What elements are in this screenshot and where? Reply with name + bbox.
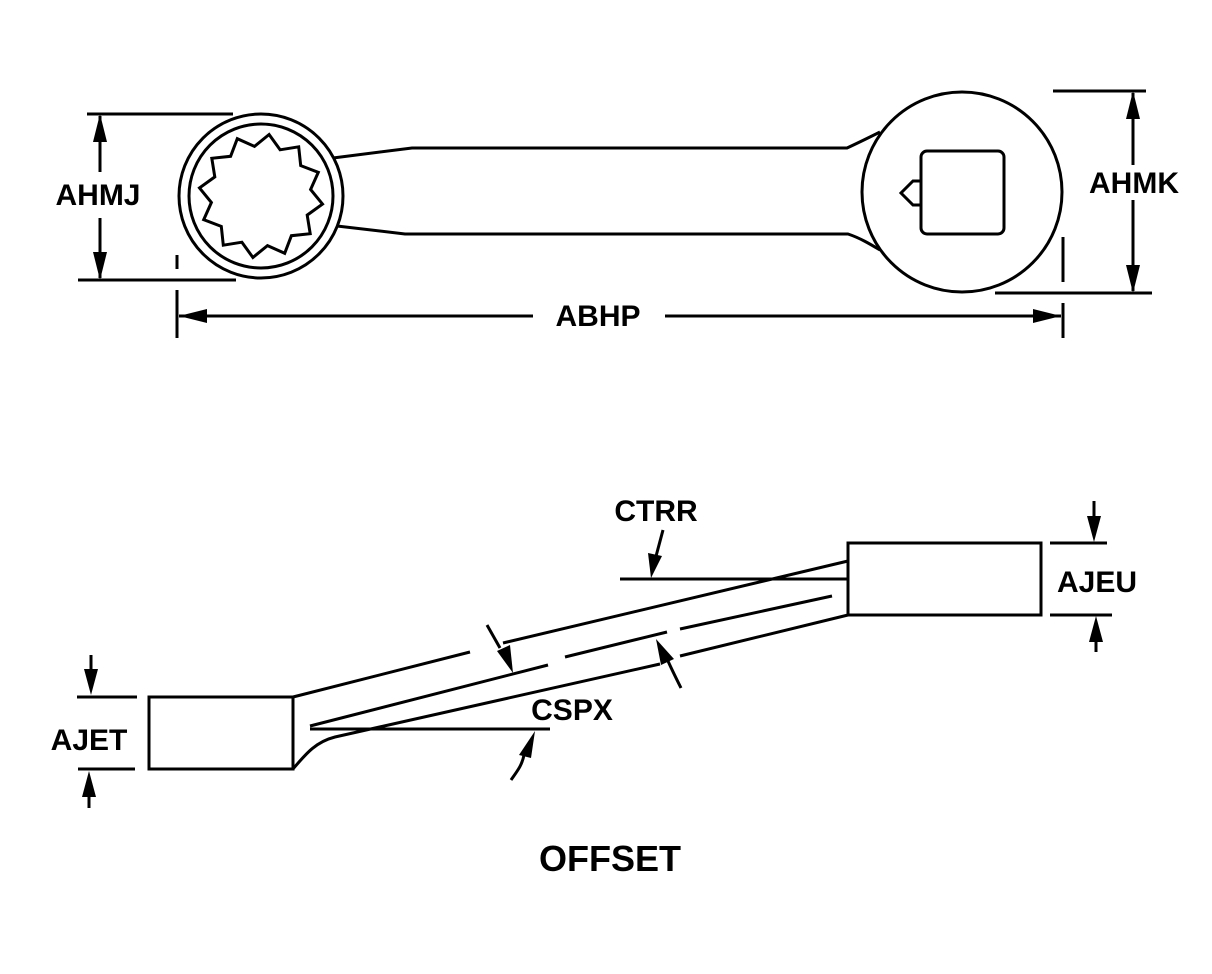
leader [509,754,526,781]
arrowhead [1089,616,1103,642]
drive-end-block [846,541,1043,617]
handle-top-edge [332,130,881,160]
dimension-ahmj: AHMJ [55,112,236,282]
square-drive [919,149,1006,236]
arrowhead [93,114,107,142]
arrowhead [93,252,107,280]
shank-top-edge [502,559,849,645]
shank-centre-line [564,630,668,659]
arrowhead [1087,516,1101,542]
box-end [177,112,345,280]
label-ahmk: AHMK [1089,167,1179,200]
dimension-ajet: AJET [51,655,137,808]
box-end-outer-ring [177,112,345,280]
arrowhead [519,731,535,758]
drive-end [860,90,1064,294]
label-abhp: ABHP [555,300,640,333]
shank-centre-line [309,663,549,728]
label-ajeu: AJEU [1057,566,1137,599]
twelve-point-opening [197,132,325,260]
shank-top-edge [292,650,471,699]
leader [666,660,683,689]
arrowhead [648,553,662,578]
top-view: AHMJ AHMK ABHP [55,89,1179,338]
arrowhead [497,645,513,673]
leader [485,624,502,649]
arrowhead [84,669,98,695]
label-cspx: CSPX [531,694,613,727]
arrowhead [1126,265,1140,293]
drive-end-circle [860,90,1064,294]
arrowhead [656,639,674,665]
detent-ball [898,179,921,207]
handle-bottom-edge [336,224,881,252]
label-ctrr: CTRR [614,495,698,528]
label-ahmj: AHMJ [55,179,140,212]
dimension-abhp: ABHP [175,237,1065,338]
dimension-ajeu: AJEU [1050,501,1137,652]
side-view: CTRR CSPX AJEU [51,495,1137,879]
shank-centre-line [679,594,833,631]
arrowhead [1126,91,1140,119]
view-caption: OFFSET [539,838,681,879]
arrowhead [179,309,207,323]
arrowhead [1033,309,1061,323]
box-end-block [147,695,295,771]
shank-bottom-edge [291,662,661,770]
dimension-ahmk: AHMK [995,89,1179,295]
dimension-cspx: CSPX [310,639,683,781]
label-ajet: AJET [51,724,128,757]
dimension-ctrr: CTRR [485,495,848,673]
shank-bottom-edge [679,613,849,658]
arrowhead [82,771,96,797]
box-end-inner-ring [187,122,335,270]
